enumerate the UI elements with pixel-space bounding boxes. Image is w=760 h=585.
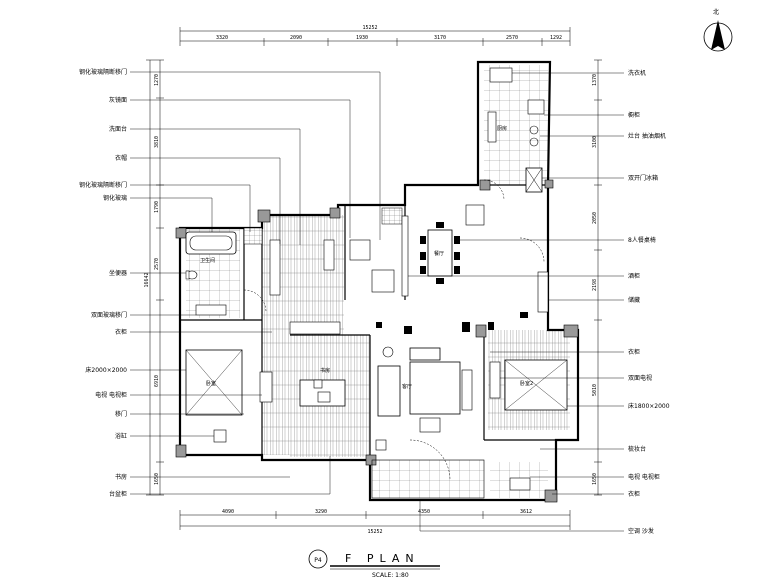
bathtub-icon <box>185 231 237 255</box>
label-left-7: 坐便器 <box>109 269 127 277</box>
dim-top-5: 2570 <box>506 35 518 41</box>
dim-left-total: 16642 <box>144 272 150 287</box>
top-dimensions <box>179 27 571 46</box>
sofa-set-icon <box>375 346 473 451</box>
storage-2-icon <box>537 271 549 313</box>
dim-right-2: 3100 <box>592 136 598 148</box>
dim-left-4: 2570 <box>154 258 160 270</box>
dim-bottom-total: 15252 <box>367 529 382 535</box>
label-right-2: 橱柜 <box>628 111 640 119</box>
label-right-5: 8人餐桌椅 <box>628 236 656 244</box>
label-left-9: 衣柜 <box>115 328 127 336</box>
toilet-2-icon <box>371 269 395 293</box>
leaders-right <box>408 72 624 532</box>
room-dining: 餐厅 <box>434 250 444 257</box>
dim-right-4: 2198 <box>592 279 598 291</box>
master-bed-icon <box>185 349 273 443</box>
label-left-15: 台盆柜 <box>109 490 127 498</box>
label-right-8: 衣柜 <box>628 348 640 356</box>
shower-tile <box>243 227 263 245</box>
label-right-14: 空调 沙发 <box>628 527 654 535</box>
dim-left-2: 3810 <box>154 136 160 148</box>
dim-right-1: 1370 <box>592 74 598 86</box>
labels-left: 钢化玻璃隔断移门 灰镜面 洗面台 衣帽 钢化玻璃隔断移门 钢化玻璃 坐便器 双面… <box>79 68 127 498</box>
label-left-5: 钢化玻璃隔断移门 <box>79 181 127 189</box>
room-bedroom2: 卧室2 <box>520 380 533 387</box>
title-text: F PLAN <box>345 552 420 565</box>
leaders-left <box>130 71 381 495</box>
label-left-13: 浴缸 <box>115 432 127 440</box>
dim-bottom-2: 3290 <box>315 509 327 515</box>
label-left-4: 衣帽 <box>115 154 127 162</box>
dim-top-4: 3170 <box>434 35 446 41</box>
label-left-3: 洗面台 <box>109 125 127 133</box>
dim-top-6: 1292 <box>550 35 562 41</box>
dim-bottom-3: 4350 <box>418 509 430 515</box>
door-arcs <box>243 179 545 481</box>
label-right-6: 酒柜 <box>628 272 640 280</box>
dim-top-3: 1930 <box>356 35 368 41</box>
label-right-7: 储藏 <box>628 296 640 304</box>
sink-icon <box>349 239 371 261</box>
dim-right-3: 2050 <box>592 212 598 224</box>
label-left-8: 双面玻璃移门 <box>91 311 127 319</box>
dim-bottom-1: 4090 <box>222 509 234 515</box>
label-left-14: 书房 <box>115 473 127 481</box>
study-desk-icon <box>299 379 346 407</box>
label-left-6: 钢化玻璃 <box>103 194 127 202</box>
room-bedroom: 卧室 <box>206 380 216 387</box>
label-left-1: 钢化玻璃隔断移门 <box>79 68 127 76</box>
label-right-11: 梳妆台 <box>628 445 646 453</box>
label-right-9: 双面电视 <box>628 374 652 382</box>
label-left-10: 床2000×2000 <box>85 366 127 374</box>
shower-tile-2 <box>381 207 403 225</box>
title-block: P4 F PLAN SCALE: 1:80 <box>308 549 440 579</box>
room-study: 书房 <box>320 367 330 374</box>
room-bath: 卫生间 <box>200 257 215 264</box>
north-label: 北 <box>713 8 719 16</box>
columns <box>175 179 579 503</box>
study-shelf-icon <box>289 321 341 335</box>
title-code: P4 <box>314 557 322 564</box>
vanity-icon <box>195 304 227 316</box>
label-right-3: 灶台 抽油烟机 <box>628 132 666 140</box>
wardrobe-2-icon <box>323 239 335 271</box>
bottom-dimensions <box>179 510 571 530</box>
right-dimensions <box>594 59 602 496</box>
label-right-1: 洗衣机 <box>628 69 646 77</box>
label-right-10: 床1800×2000 <box>628 402 670 410</box>
dining-table-icon <box>420 222 460 284</box>
wardrobe-icon <box>269 239 281 296</box>
label-left-11: 电视 电视柜 <box>95 391 127 399</box>
title-scale: SCALE: 1:80 <box>372 572 409 579</box>
dim-top-2: 2090 <box>290 35 302 41</box>
label-left-2: 灰镜面 <box>109 96 127 104</box>
toilet-icon <box>185 270 198 280</box>
dim-top-total: 15252 <box>362 25 377 31</box>
second-bed-icon <box>489 359 568 411</box>
dim-bottom-4: 3612 <box>520 509 532 515</box>
balcony <box>371 459 531 499</box>
label-right-12: 电视 电视柜 <box>628 473 660 481</box>
wine-cabinet-icon <box>401 215 409 297</box>
storage-icon <box>465 204 485 226</box>
label-left-12: 移门 <box>115 410 127 418</box>
dim-left-5: 6910 <box>154 375 160 387</box>
label-right-4: 双开门冰箱 <box>628 174 658 182</box>
dim-left-6: 1650 <box>154 473 160 485</box>
black-blocks <box>376 312 528 334</box>
room-living: 客厅 <box>402 383 412 390</box>
labels-right: 洗衣机 橱柜 灶台 抽油烟机 双开门冰箱 8人餐桌椅 酒柜 储藏 衣柜 双面电视… <box>628 69 670 535</box>
north-arrow-icon: 北 <box>703 8 733 52</box>
kitchen-fixtures <box>487 67 545 193</box>
dim-left-3: 1790 <box>154 201 160 213</box>
room-kitchen: 厨房 <box>497 125 507 132</box>
dim-right-5: 5010 <box>592 384 598 396</box>
dim-top-1: 3320 <box>216 35 228 41</box>
dim-left-1: 1270 <box>154 74 160 86</box>
label-right-13: 衣柜 <box>628 490 640 498</box>
dim-right-6: 1650 <box>592 473 598 485</box>
